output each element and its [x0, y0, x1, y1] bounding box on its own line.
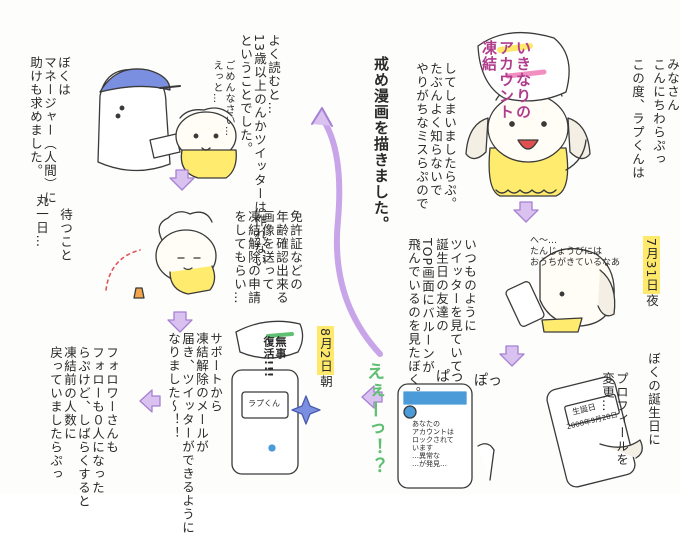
p6-phone-text: あなたの アカウントは ロックされて います …異常な …が発見…: [412, 420, 454, 468]
p7-phone-label: ラプくん: [248, 399, 280, 408]
curved-arrow-up: [319, 115, 383, 357]
p3-narration: いつものように ツイッターを見ていて 誕生日の友達の TOP画面にバルーンが 飛…: [406, 238, 477, 400]
phone-account-restored: [231, 369, 299, 475]
p4-narration: 免許証などの 年齢確認出来る 画像を送って 凍結解除の申請 をしてもらい…: [232, 210, 303, 305]
arrow-left-2: [139, 389, 161, 413]
phone-account-locked: [397, 383, 495, 489]
p5-profile-text: プロフィールを 変更…: [600, 372, 629, 467]
arrow-down-3: [499, 345, 525, 367]
p1-greeting: みなさん こんにちわらぷっ: [651, 58, 680, 166]
p7-restored-bubble: 無事 復活!!!: [262, 336, 287, 379]
p3-date-day: 7月31日: [643, 235, 660, 294]
lamb-looking-at-phone: [505, 247, 616, 333]
lamb-waiting: [155, 211, 217, 295]
p7-narration: サポートから 凍結解除のメールが 届き、ツイッターができるように なりました～！…: [166, 332, 223, 535]
arrow-down-2: [169, 169, 195, 191]
manga-page: みなさん こんにちわらぷっ この度、ラプくんは いきなりの アカウント 凍結 し…: [28, 31, 680, 535]
manga-artwork: [97, 31, 643, 489]
p8-narration: フォロワーさんも フォローも０人になった らぷけど、しばらくすると 凍結前の人数…: [48, 346, 119, 508]
p3-speech: へ～… たんじょうびには おうちがきているなあ: [530, 236, 621, 268]
lamb-character-waving: [465, 82, 591, 197]
p3-date-tail: 夜: [644, 293, 659, 308]
p6-sfx: ぱっ: [436, 369, 464, 385]
p7-date-tail: 朝: [318, 374, 333, 389]
sparkle-icon: [291, 395, 321, 425]
manager-character: [97, 68, 181, 172]
p3-date: 7月31日夜: [643, 226, 672, 308]
p5-sfx: ぽっ: [474, 373, 502, 389]
p5-birthday-text: ぼくの誕生日に: [646, 352, 661, 447]
candle-icon: [133, 287, 145, 299]
lamb-character-holding-phone: [175, 107, 237, 179]
happy-speech-bubble: [235, 320, 304, 359]
phone-birthday-profile: [546, 376, 643, 488]
p6-shout: えぇーっ！？: [364, 362, 385, 476]
p1-freeze-bubble-text: いきなりの アカウント 凍結: [480, 40, 532, 120]
p2-sorry-bubble: ごめんなさい… えっと…: [211, 60, 234, 137]
p1-narration: してしまいましたらぷ。 たぶんよく知らないで やりがちなミスらぷので: [414, 62, 457, 211]
p1-lesson: 戒め漫画を描きました。: [372, 56, 390, 232]
p7-date-day: 8月2日: [317, 325, 334, 375]
p7-date: 8月2日朝: [317, 316, 346, 389]
loading-dots: [105, 249, 141, 291]
p4-days: 丸一日…: [34, 194, 49, 248]
p2-manager-text: ぼくは マネージャー（人間）に 助けも求めました。: [28, 56, 71, 205]
p1-intro: この度、ラプくんは: [630, 58, 645, 180]
p2-narration: よく読むと… 13歳以上のんかツイッターは作れない ということでした。: [238, 34, 281, 268]
arrow-down-4: [167, 311, 193, 333]
arrow-down-1: [513, 201, 539, 223]
p4-wait: 待つこと: [58, 208, 73, 262]
arrow-left-1: [361, 385, 383, 409]
